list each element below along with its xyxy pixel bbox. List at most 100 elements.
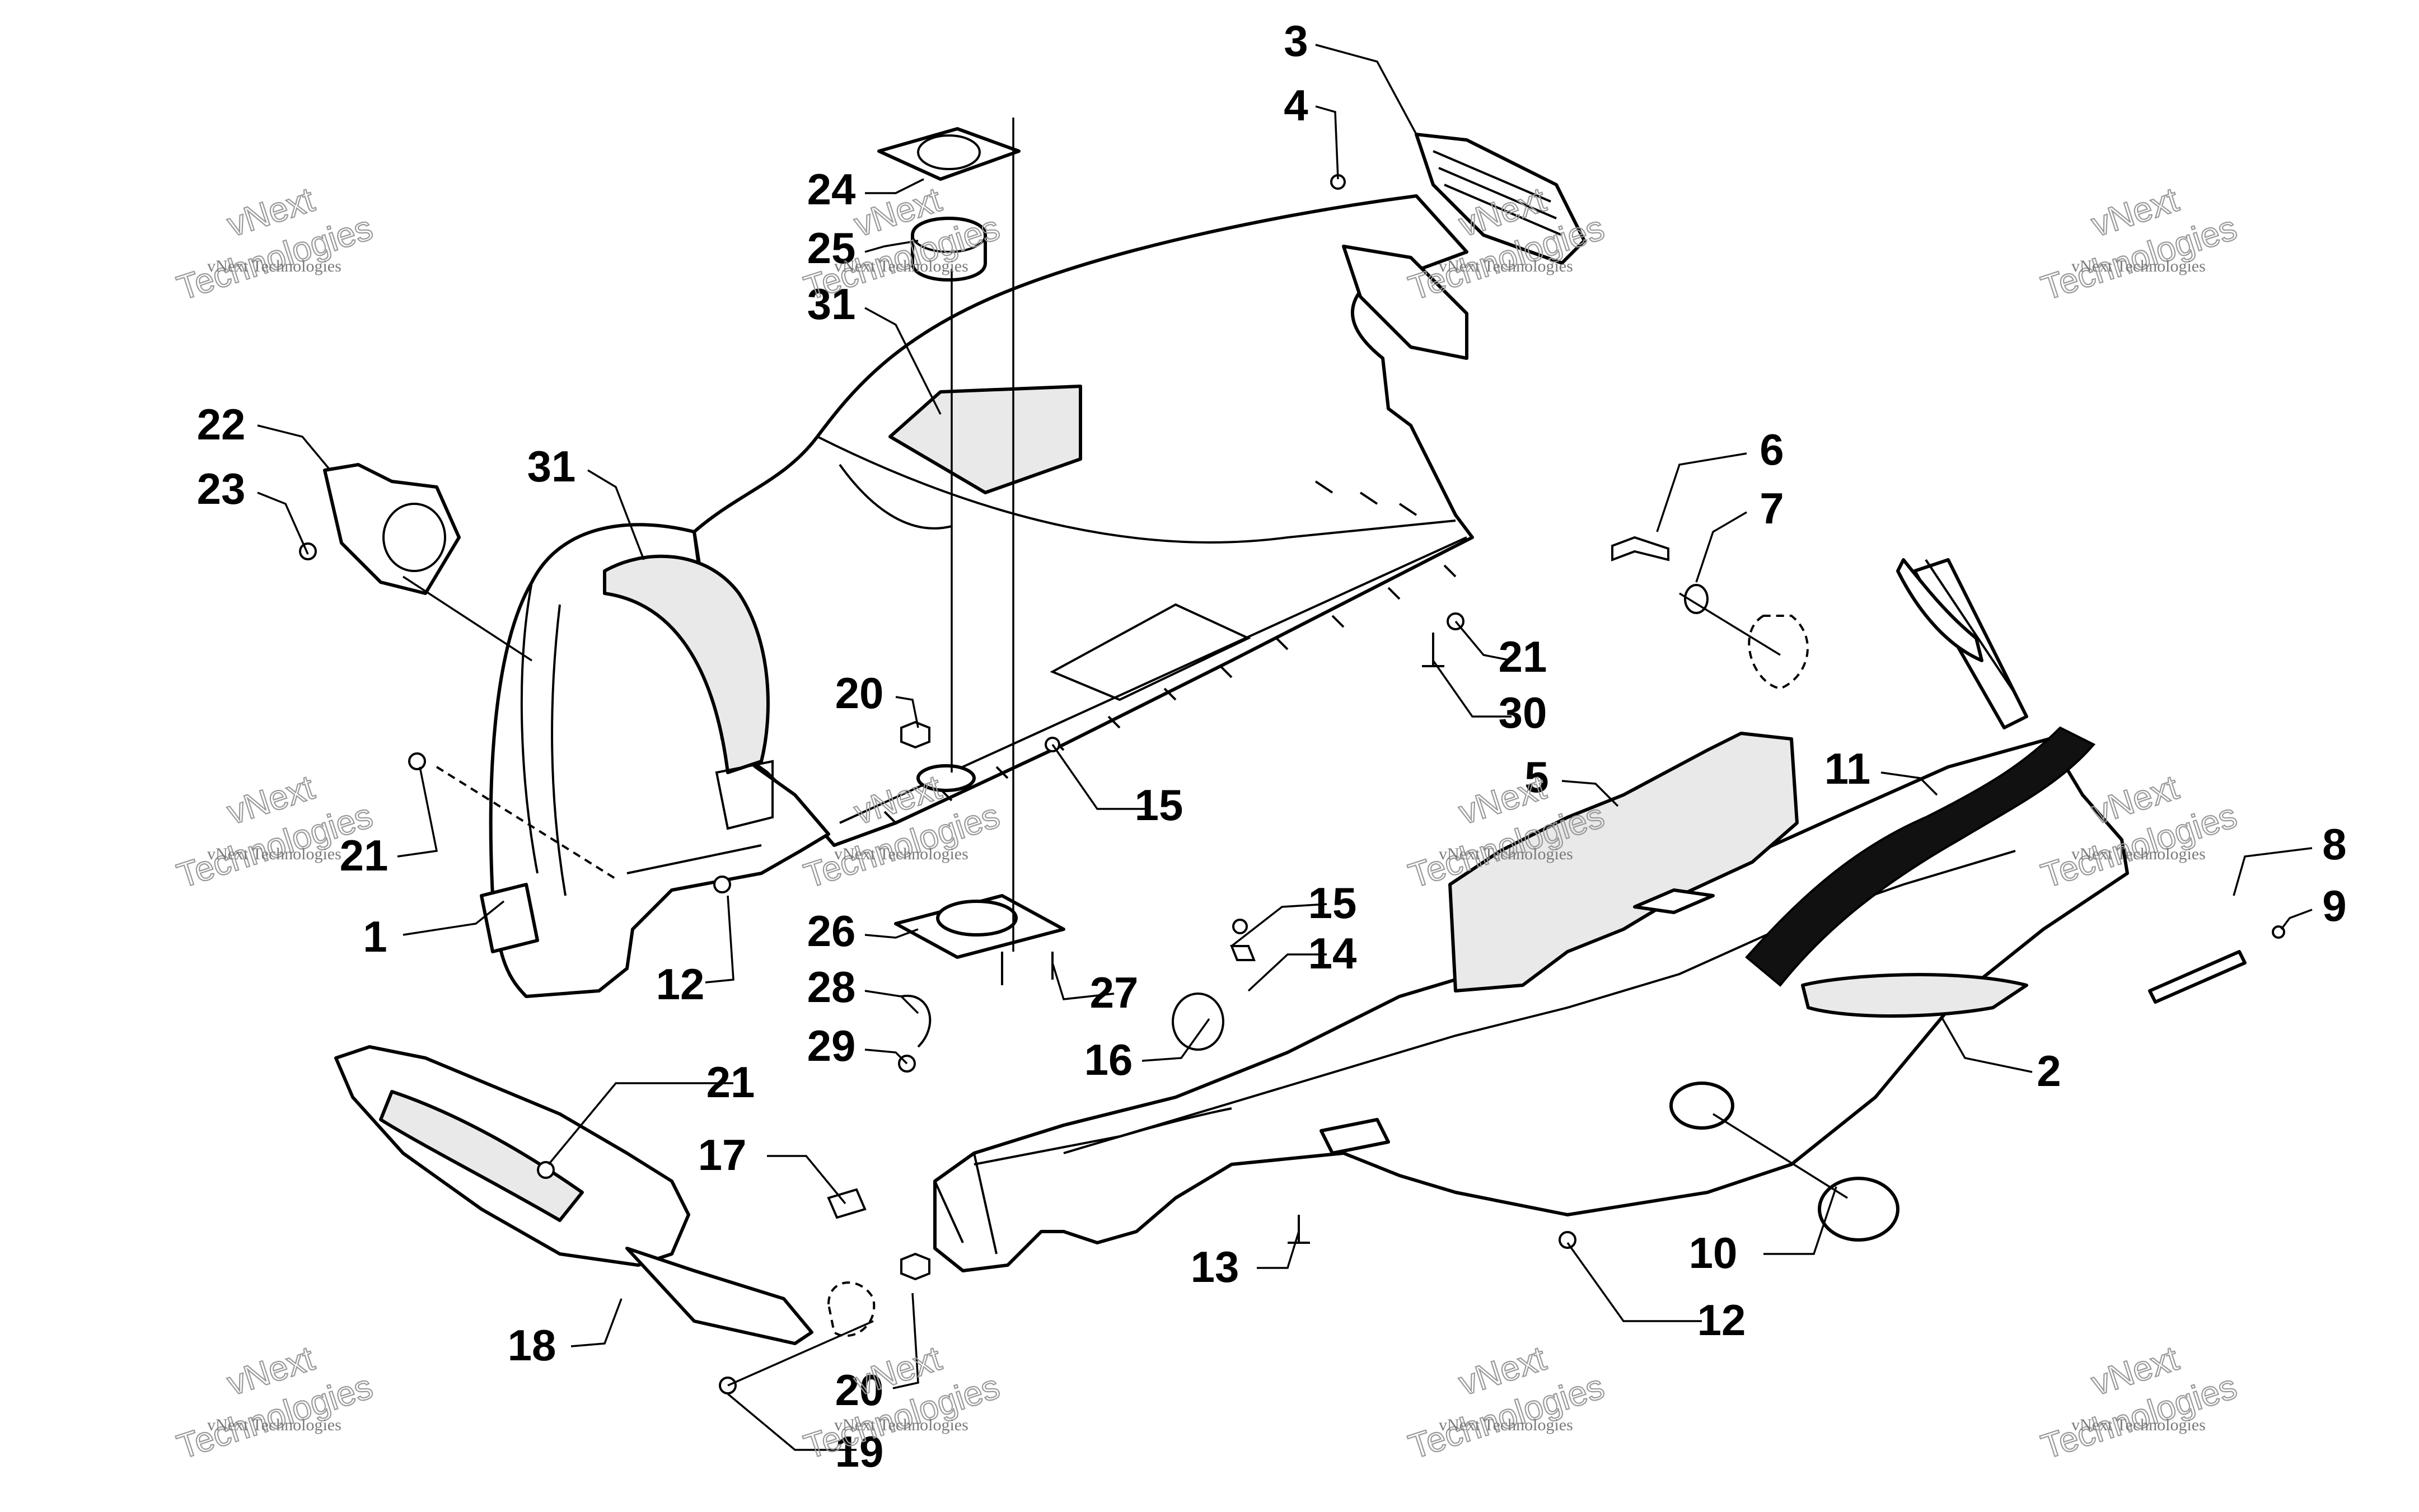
callout-c27: 27 (1051, 962, 1139, 1017)
rear-grille-part (1342, 133, 1586, 360)
callout-c29: 29 (807, 1021, 908, 1070)
callout-leader-line (1230, 903, 1327, 947)
callout-leader-line (1432, 659, 1512, 718)
callout-leader-line (1880, 771, 1938, 796)
callout-c1: 1 (363, 900, 505, 961)
callout-leader-line (548, 1082, 733, 1165)
callout-number: 21 (706, 1057, 755, 1107)
callout-c23: 23 (197, 464, 309, 555)
callout-number: 15 (1308, 878, 1357, 928)
front-fender-part (436, 523, 830, 998)
callout-leader-line (397, 766, 438, 858)
callout-c6: 6 (1656, 425, 1784, 532)
callout-c12b: 12 (1566, 1242, 1746, 1345)
callout-c21b: 21 (340, 766, 438, 880)
callout-number: 20 (835, 1365, 884, 1415)
callout-c4: 4 (1284, 81, 1339, 180)
callout-leader-line (1561, 780, 1619, 807)
callout-number: 10 (1689, 1228, 1738, 1277)
callout-number: 5 (1524, 752, 1548, 802)
callout-c20b: 20 (835, 1293, 919, 1415)
callout-number: 22 (197, 400, 246, 449)
callout-number: 27 (1090, 968, 1139, 1017)
callout-c8: 8 (2233, 820, 2347, 896)
callout-leader-line (257, 424, 331, 471)
callout-leader-line (587, 469, 645, 560)
callout-c30: 30 (1432, 659, 1547, 737)
callout-leader-line (864, 928, 919, 939)
foam-block-part (1448, 732, 1799, 993)
svg-text:vNext Technologies: vNext Technologies (834, 1416, 968, 1434)
callout-leader-line (727, 1393, 857, 1451)
callout-leader-line (1763, 1186, 1837, 1255)
callout-leader-line (895, 696, 919, 728)
callout-leader-line (2280, 909, 2313, 930)
callout-leader-line (1315, 44, 1417, 135)
callout-leader-line (403, 900, 505, 936)
callout-leader-line (1454, 620, 1512, 662)
callout-number: 24 (807, 165, 856, 214)
svg-text:vNext Technologies: vNext Technologies (1439, 257, 1573, 275)
callout-number: 26 (807, 906, 856, 956)
callout-number: 8 (2322, 820, 2346, 869)
callout-c16: 16 (1084, 1018, 1210, 1084)
callout-c11: 11 (1824, 744, 1938, 796)
callout-leader-line (1257, 1231, 1300, 1269)
callout-c20a: 20 (835, 668, 919, 728)
svg-text:vNext Technologies: vNext Technologies (2071, 1416, 2206, 1434)
callout-number: 17 (698, 1130, 747, 1179)
svg-text:vNext Technologies: vNext Technologies (2071, 257, 2206, 275)
callout-c18: 18 (508, 1298, 623, 1370)
callout-c21a: 21 (1454, 620, 1547, 681)
callout-c28: 28 (807, 962, 919, 1014)
callout-number: 30 (1499, 688, 1547, 737)
callout-number: 29 (807, 1021, 856, 1070)
callout-number: 3 (1284, 16, 1308, 65)
callout-leader-line (864, 307, 942, 415)
svg-text:vNext Technologies: vNext Technologies (834, 845, 968, 863)
callout-leader-line (705, 895, 734, 984)
callout-leader-line (1051, 744, 1148, 810)
callout-number: 1 (363, 912, 387, 961)
callout-leader-line (1656, 452, 1747, 532)
callout-c31b: 31 (527, 442, 645, 560)
callout-c9: 9 (2280, 881, 2347, 930)
callout-leader-line (864, 240, 919, 253)
svg-text:vNext Technologies: vNext Technologies (2071, 845, 2206, 863)
callout-number: 7 (1760, 484, 1784, 533)
callout-c19: 19 (727, 1393, 884, 1476)
callout-number: 21 (1499, 632, 1547, 681)
callout-leader-line (1141, 1018, 1210, 1062)
callout-number: 4 (1284, 81, 1308, 130)
callout-number: 25 (807, 223, 856, 273)
callout-number: 2 (2037, 1046, 2061, 1096)
callout-leader-line (864, 1048, 908, 1065)
gasket-plates (877, 118, 1065, 959)
callout-leader-line (864, 990, 919, 1014)
callout-c12a: 12 (656, 895, 734, 1009)
callout-leader-line (2233, 847, 2313, 896)
callout-number: 31 (807, 279, 856, 329)
callout-leader-line (1695, 511, 1747, 583)
callout-c10: 10 (1689, 1186, 1837, 1277)
callout-number: 18 (508, 1321, 556, 1370)
callout-number: 19 (835, 1427, 884, 1476)
callout-c22: 22 (197, 400, 331, 471)
callout-number: 12 (1697, 1295, 1746, 1345)
callout-c15b: 15 (1230, 878, 1357, 947)
svg-text:vNext Technologies: vNext Technologies (207, 257, 341, 275)
callout-leader-line (1051, 962, 1115, 1000)
bumper-part (334, 1045, 813, 1345)
callout-c31a: 31 (807, 279, 942, 415)
callout-number: 6 (1760, 425, 1784, 474)
callout-leader-line (892, 1293, 919, 1389)
callout-c13: 13 (1191, 1231, 1300, 1291)
callout-leader-line (865, 178, 924, 194)
